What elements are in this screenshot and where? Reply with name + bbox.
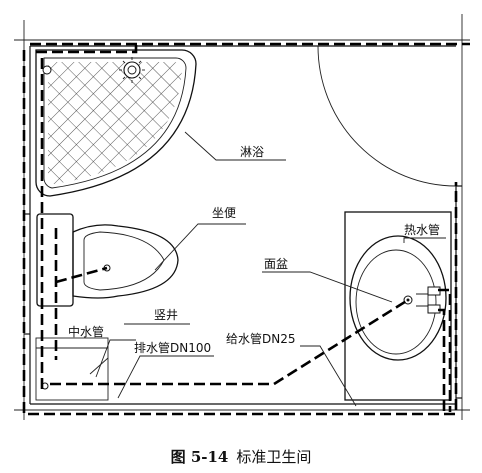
shower-head-icon: [123, 61, 141, 79]
figure-title: 标准卫生间: [236, 448, 311, 466]
wash-basin: [344, 211, 452, 401]
pipe-shaft: [35, 337, 109, 401]
door: [317, 45, 457, 187]
label-shower: 淋浴: [240, 145, 264, 159]
leader-lines: [95, 131, 446, 407]
label-reclaimed-water-pipe: 中水管: [68, 324, 104, 339]
figure-number: 图 5-14: [171, 448, 229, 466]
figure-caption: 图 5-14 标准卫生间: [171, 448, 312, 466]
shower-tray: [35, 49, 197, 197]
toilet: [36, 213, 179, 307]
label-supply-pipe: 给水管DN25: [226, 331, 296, 346]
shower-drain-icon: [42, 65, 52, 75]
label-hot-water-pipe: 热水管: [404, 222, 440, 237]
label-drain-pipe: 排水管DN100: [134, 340, 211, 355]
pipe-runs: [22, 40, 470, 416]
label-shaft: 竖井: [154, 308, 178, 322]
room-walls: [24, 45, 462, 405]
label-toilet: 坐便: [212, 206, 236, 220]
label-basin: 面盆: [264, 257, 288, 271]
